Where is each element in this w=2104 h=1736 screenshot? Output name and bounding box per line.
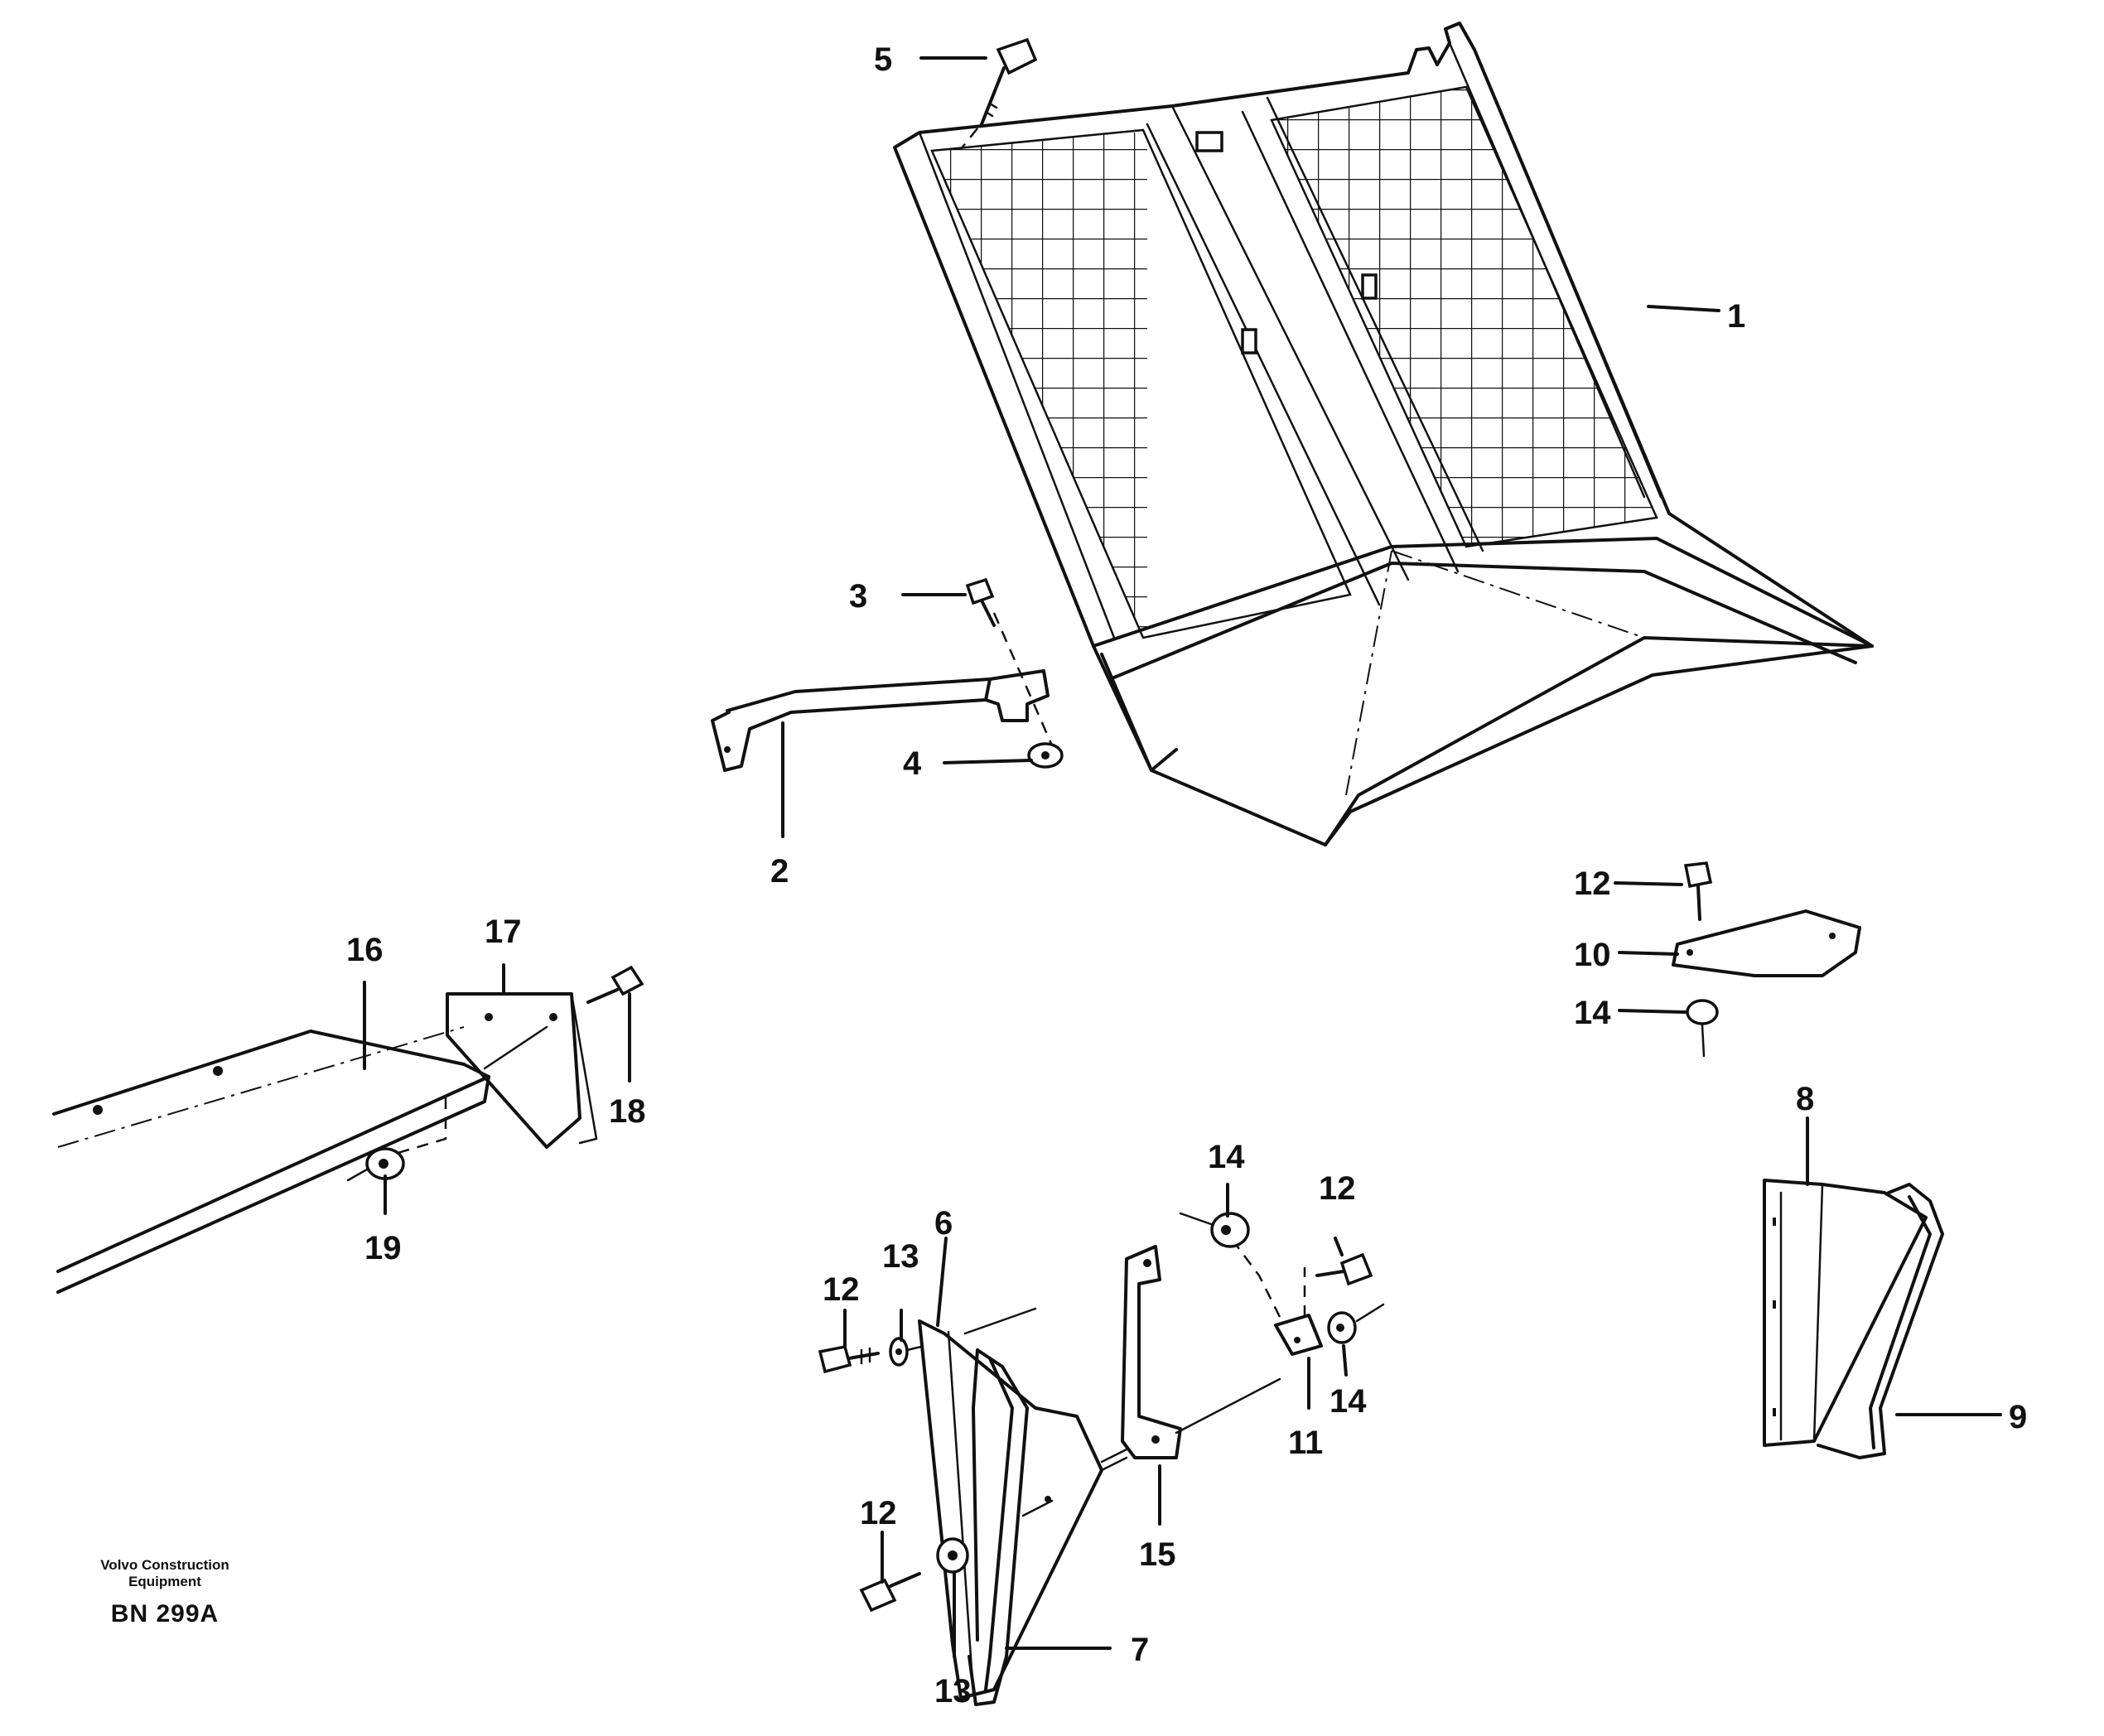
callout-12-upper: 12 [823, 1271, 860, 1308]
bolt-12-lower [859, 1572, 921, 1613]
callout-13-lower: 13 [934, 1673, 972, 1709]
callout-12-plate: 12 [1574, 866, 1611, 902]
washer-13-lower [936, 1537, 969, 1574]
callout-10: 10 [1574, 937, 1611, 973]
callout-14-plate: 14 [1574, 995, 1611, 1031]
bolt-3 [965, 577, 996, 627]
bolt-12-right [1315, 1252, 1373, 1286]
handle-9 [1817, 1183, 1944, 1459]
washer-13-upper [889, 1337, 923, 1367]
callout-6: 6 [934, 1205, 953, 1242]
callout-7: 7 [1131, 1632, 1149, 1668]
leader-lines [363, 56, 2002, 1658]
callout-9: 9 [2009, 1399, 2027, 1435]
brand-name: Volvo Construction [100, 1557, 229, 1573]
callout-16: 16 [346, 932, 384, 968]
callout-12-right: 12 [1319, 1170, 1356, 1207]
callout-4: 4 [903, 745, 922, 782]
callout-1: 1 [1727, 298, 1745, 335]
bolt-12-upper [818, 1344, 880, 1374]
callout-14-upper: 14 [1208, 1139, 1245, 1175]
nut-14-lower [1327, 1303, 1385, 1344]
callout-labels: 5 1 3 4 2 12 10 14 8 9 16 17 18 19 14 12… [346, 41, 2027, 1709]
callout-14-lower: 14 [1329, 1383, 1367, 1420]
strap-bracket-15 [1100, 1245, 1281, 1464]
callout-12-lower: 12 [860, 1495, 897, 1531]
bolt-5 [960, 37, 1038, 150]
nut-14-upper [1179, 1212, 1250, 1248]
side-guard-8 [1763, 1179, 1928, 1447]
mount-tab [1195, 131, 1223, 152]
nut-4 [1027, 742, 1064, 769]
hook-7 [968, 1348, 1029, 1706]
callout-18: 18 [609, 1093, 646, 1130]
drawing-code: BN 299A [110, 1600, 220, 1628]
nut-19 [346, 1147, 405, 1182]
plate-10 [1672, 861, 1861, 1058]
callout-8: 8 [1796, 1081, 1814, 1117]
mount-tab [1361, 273, 1378, 300]
callout-5: 5 [874, 41, 892, 78]
callout-13-upper: 13 [882, 1238, 919, 1275]
bracket-plate-6 [918, 1307, 1128, 1700]
callout-17: 17 [485, 914, 522, 950]
angle-bracket-17 [446, 992, 598, 1149]
clip-11 [1233, 1242, 1323, 1356]
callout-2: 2 [770, 853, 789, 890]
callout-11: 11 [1288, 1425, 1323, 1461]
mount-tab [1241, 328, 1257, 354]
callout-19: 19 [364, 1230, 402, 1266]
platform-plate [52, 1026, 490, 1294]
support-arm [711, 612, 1054, 772]
bolt-18 [586, 965, 644, 1004]
callout-15: 15 [1139, 1536, 1176, 1573]
brand-subtitle: Equipment [128, 1574, 201, 1589]
callout-3: 3 [849, 578, 867, 615]
guard-grille [893, 22, 1874, 846]
